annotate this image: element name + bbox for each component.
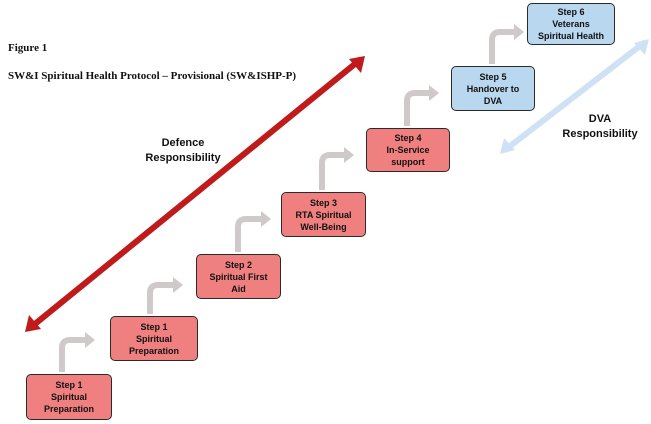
step-box-6-line3: DVA — [483, 95, 503, 106]
defence-arrowhead-bottom — [25, 315, 41, 332]
step-box-2: Step 1 Spiritual Preparation — [110, 316, 198, 361]
dva-label-line2: Responsibility — [562, 128, 638, 140]
step-box-7: Step 6 Veterans Spiritual Health — [527, 3, 615, 45]
step-box-1: Step 1 Spiritual Preparation — [26, 374, 112, 420]
connector-arrowhead-6 — [514, 24, 524, 40]
defence-label-line2: Responsibility — [145, 152, 221, 164]
defence-responsibility-arrow — [25, 56, 365, 332]
dva-label-line1: DVA — [588, 113, 612, 125]
step-box-2-title: Step 1 — [140, 321, 168, 332]
connector-arrow-4 — [319, 152, 345, 190]
step-box-4-line3: Well-Being — [300, 221, 347, 232]
defence-arrowhead-top — [349, 56, 365, 73]
step-box-3-line2: Spiritual First — [209, 271, 268, 282]
connector-arrowhead-5 — [429, 85, 439, 101]
step-box-6-line2: Handover to — [466, 83, 520, 94]
connector-arrow-5 — [404, 90, 430, 126]
dva-responsibility-arrow — [500, 39, 649, 154]
step-box-5-line2: In-Service — [386, 145, 430, 155]
step-box-5: Step 4 In-Service support — [366, 128, 450, 172]
step-box-4-line2: RTA Spiritual — [295, 209, 352, 220]
dva-arrowhead-top — [634, 39, 649, 55]
connector-arrow-1 — [59, 337, 86, 372]
figure-label: Figure 1 — [8, 42, 48, 54]
step-box-7-title: Step 6 — [557, 7, 585, 17]
connector-arrowhead-1 — [85, 332, 95, 348]
step-box-6: Step 5 Handover to DVA — [451, 66, 535, 111]
step-box-6-title: Step 5 — [479, 71, 507, 82]
connector-arrowhead-3 — [261, 211, 271, 227]
step-box-3: Step 2 Spiritual First Aid — [196, 254, 281, 299]
step-box-2-line2: Spiritual — [135, 333, 172, 344]
step-box-7-line3: Spiritual Health — [537, 31, 604, 41]
step-box-3-line3: Aid — [231, 283, 246, 294]
step-box-7-line2: Veterans — [552, 19, 590, 29]
step-box-4: Step 3 RTA Spiritual Well-Being — [281, 192, 366, 237]
step-box-1-line2: Spiritual — [50, 392, 87, 402]
dva-responsibility-label: DVA Responsibility — [555, 112, 645, 142]
step-box-5-title: Step 4 — [394, 133, 422, 143]
step-box-1-title: Step 1 — [55, 380, 83, 390]
connector-arrow-3 — [235, 216, 262, 252]
dva-arrowhead-bottom — [500, 138, 515, 154]
defence-label-line1: Defence — [161, 137, 205, 149]
connector-arrow-6 — [489, 29, 515, 64]
step-box-3-title: Step 2 — [224, 259, 252, 270]
defence-responsibility-label: Defence Responsibility — [138, 136, 228, 166]
figure-title: SW&I Spiritual Health Protocol – Provisi… — [8, 70, 297, 82]
connector-arrow-2 — [147, 282, 174, 314]
step-box-4-title: Step 3 — [309, 197, 337, 208]
step-box-1-line3: Preparation — [43, 404, 94, 414]
connector-arrowhead-4 — [344, 147, 354, 163]
step-box-5-line3: support — [391, 157, 425, 167]
connector-arrowhead-2 — [173, 277, 183, 293]
step-box-2-line3: Preparation — [128, 345, 179, 356]
